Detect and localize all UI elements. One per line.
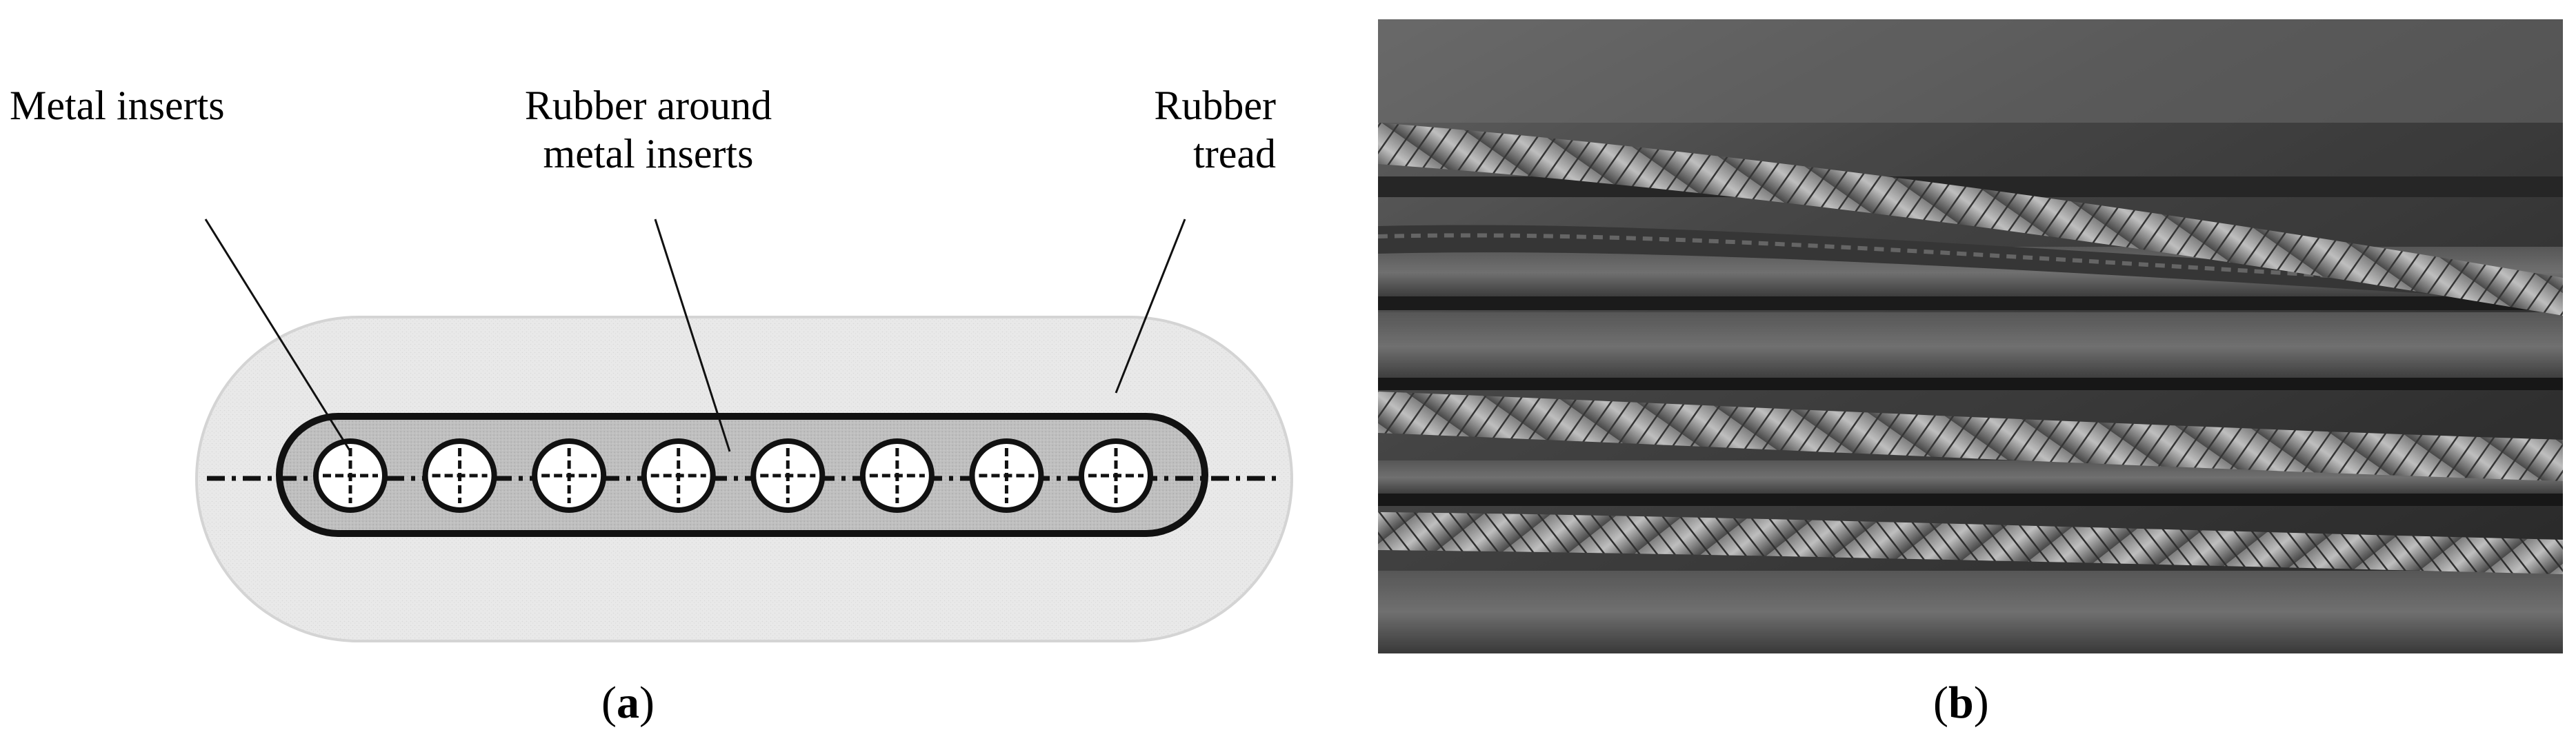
- rubber-tread-label: Rubber tread: [1154, 83, 1276, 176]
- leader-line-rubber-around: [654, 219, 731, 452]
- metal-insert: [641, 438, 716, 513]
- steel-cord-photo: [1378, 19, 2563, 653]
- leader-line-rubber-tread: [1115, 219, 1186, 394]
- metal-inserts-group: [313, 438, 1153, 513]
- rubber-strip: [1378, 312, 2563, 381]
- metal-insert: [422, 438, 497, 513]
- metal-insert: [313, 438, 388, 513]
- rubber-around-inserts-label: Rubber around metal inserts: [524, 83, 772, 176]
- belt-cross-section-diagram: [195, 219, 1293, 642]
- metal-insert: [532, 438, 607, 513]
- metal-inserts-label: Metal inserts: [10, 83, 225, 128]
- caption-a: (a): [601, 678, 655, 728]
- leader-line-metal-inserts: [204, 219, 352, 452]
- metal-insert: [1079, 438, 1153, 513]
- metal-insert: [969, 438, 1044, 513]
- frayed-cord: [1378, 225, 2563, 302]
- rubber-strip: [1378, 571, 2563, 653]
- caption-b: (b): [1933, 678, 1989, 728]
- metal-insert: [750, 438, 826, 513]
- steel-cord-diagonal: [1378, 123, 2563, 316]
- steel-cord-middle: [1378, 392, 2563, 481]
- metal-insert: [859, 438, 935, 513]
- steel-cord-lower: [1378, 512, 2563, 574]
- rubber-around-inserts-shape: [276, 413, 1208, 537]
